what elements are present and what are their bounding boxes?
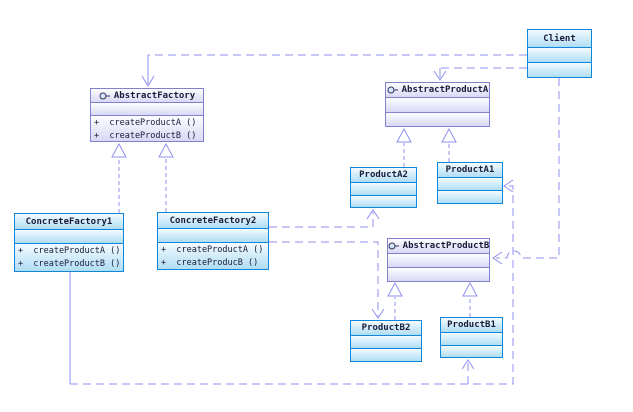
concretefactory1-attributes-section [15,229,123,243]
interface-icon [387,86,399,94]
class-box-productb2[interactable]: ProductB2 [350,320,422,362]
class-box-client[interactable]: Client [527,29,592,78]
productb1-operations-section [441,344,502,357]
class-box-abstractproducta[interactable]: AbstractProductA [385,82,490,127]
method-createproducta: + createProductA () [94,118,197,128]
realization-producta1-abstractproducta [441,127,457,162]
class-name-abstractfactory: AbstractFactory [113,90,196,101]
class-name-producta1: ProductA1 [438,163,502,177]
abstractfactory-operations-section: + createProductA () + createProductB () [91,115,203,141]
class-name-client: Client [528,30,591,47]
abstractproducta-operations-section [386,111,489,126]
abstractproductb-attributes-section [388,253,489,267]
producta2-attributes-section [351,182,416,195]
class-box-productb1[interactable]: ProductB1 [440,317,503,358]
concretefactory1-operations-section: + createProductA () + createProductB () [15,243,123,271]
productb2-attributes-section [351,335,421,348]
abstractfactory-attributes-section [91,102,203,115]
class-name-productb1: ProductB1 [441,318,502,332]
method-createproductb: + createProductB () [18,259,121,269]
class-box-producta1[interactable]: ProductA1 [437,162,503,204]
dependency-client-abstractproducta [433,67,527,81]
class-name-concretefactory1: ConcreteFactory1 [15,214,123,229]
class-box-concretefactory2[interactable]: ConcreteFactory2 + createProductA () + c… [157,212,269,270]
class-box-abstractproductb[interactable]: AbstractProductB [387,238,490,282]
class-name-abstractproducta: AbstractProductA [401,85,489,95]
client-operations-section [528,62,591,77]
abstractproductb-operations-section [388,267,489,281]
class-box-abstractfactory[interactable]: AbstractFactory + createProductA () + cr… [90,88,204,142]
concretefactory2-attributes-section [158,228,268,242]
realization-producta2-abstractproducta [396,127,412,167]
productb1-attributes-section [441,332,502,345]
method-createproducta: + createProductA () [161,245,264,255]
productb2-operations-section [351,348,421,361]
class-name-abstractproductb: AbstractProductB [402,241,490,251]
realization-concretefactory2-abstractfactory [158,142,174,212]
interface-icon [99,92,111,100]
abstractproducta-attributes-section [386,97,489,112]
class-name-productb2: ProductB2 [351,321,421,335]
dependency-concretefactory2-productb2 [269,241,385,319]
realization-productb1-abstractproductb [462,281,478,317]
producta1-operations-section [438,190,502,203]
class-name-concretefactory2: ConcreteFactory2 [158,213,268,228]
class-box-producta2[interactable]: ProductA2 [350,167,417,208]
dependency-concretefactory1-products [69,179,514,385]
class-name-producta2: ProductA2 [351,168,416,182]
realization-concretefactory1-abstractfactory [111,142,127,213]
dependency-concretefactory2-producta2 [269,209,380,228]
concretefactory2-operations-section: + createProductA () + createProducB () [158,242,268,269]
interface-icon [388,242,400,250]
method-createproductb: + createProductB () [94,131,197,141]
realization-productb2-abstractproductb [387,281,403,320]
dependency-client-abstractfactory [141,54,527,87]
producta2-operations-section [351,194,416,207]
dependency-client-abstractproductb [492,78,560,265]
class-box-concretefactory1[interactable]: ConcreteFactory1 + createProductA () + c… [14,213,124,272]
method-createproducb: + createProducB () [161,258,259,268]
client-attributes-section [528,47,591,62]
method-createproducta: + createProductA () [18,246,121,256]
producta1-attributes-section [438,177,502,190]
